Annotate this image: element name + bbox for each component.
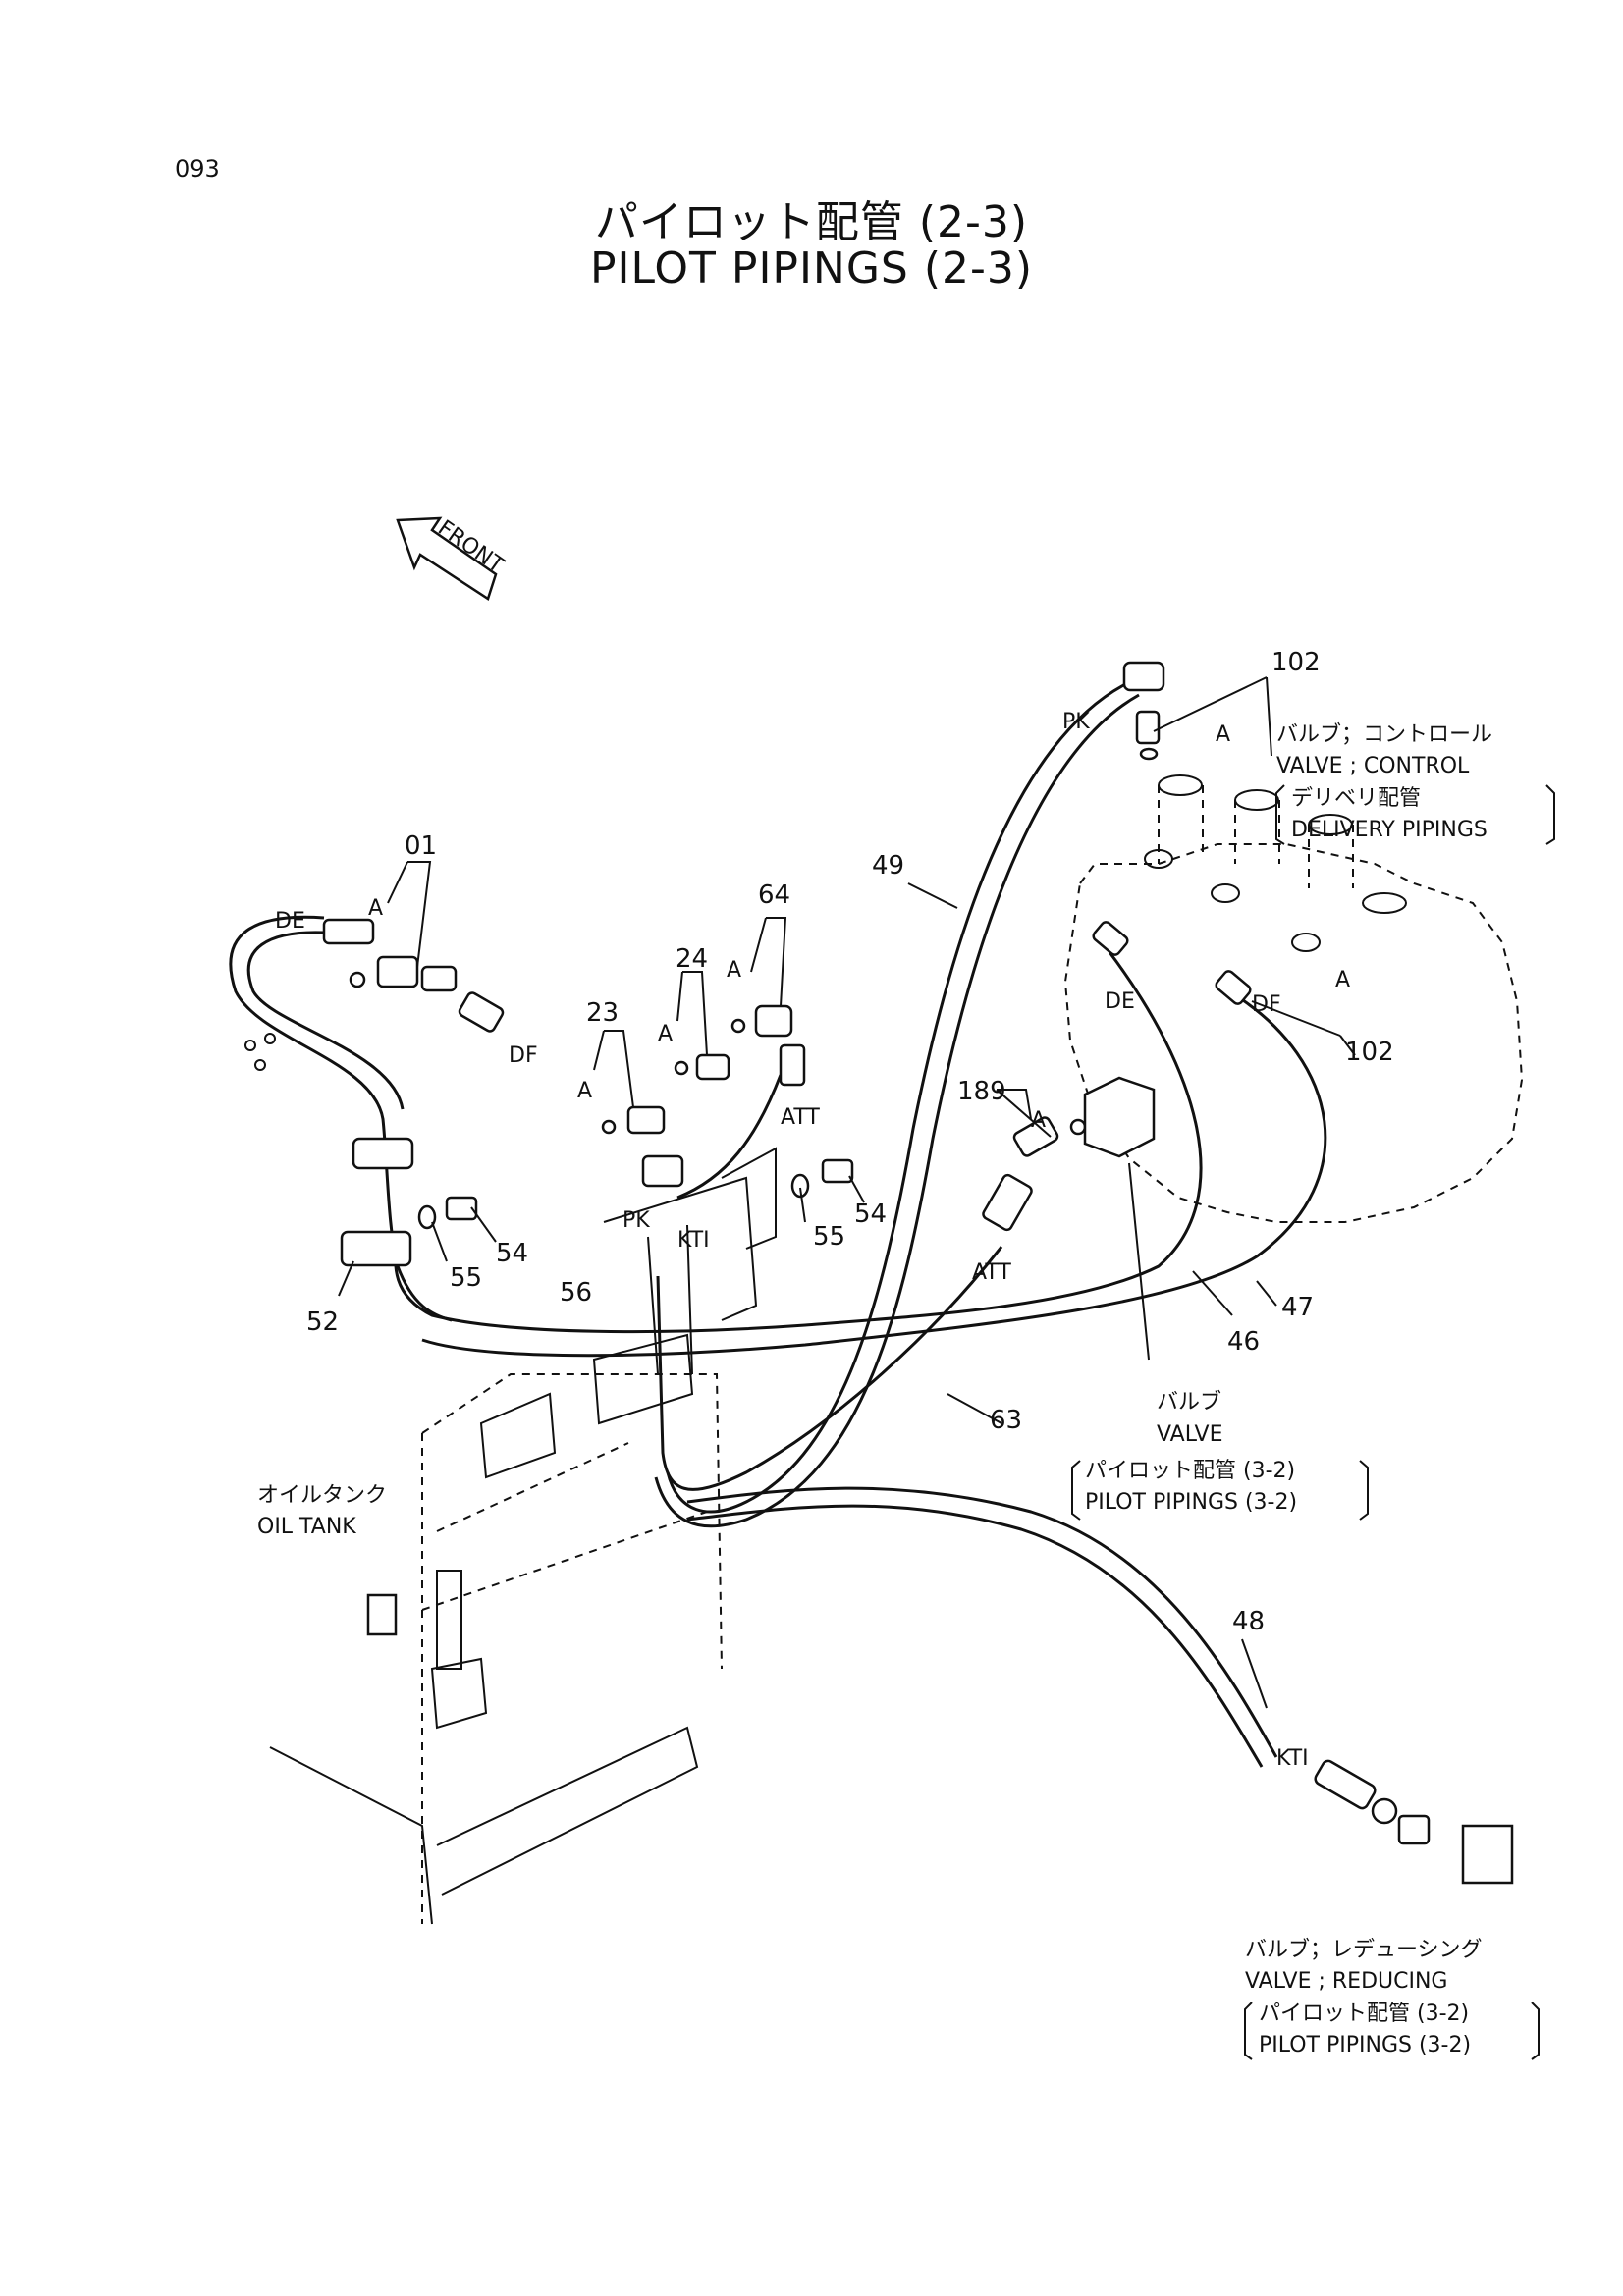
bracket-56 — [603, 1147, 777, 1375]
part-number-56: 56 — [560, 1278, 592, 1308]
hose-47 — [421, 994, 1327, 1358]
hose-46 — [394, 951, 1203, 1334]
part-number-64: 64 — [758, 881, 790, 910]
part-number-46: 46 — [1227, 1327, 1260, 1357]
port-label-att-lower: ATT — [972, 1260, 1011, 1285]
part-number-63: 63 — [990, 1406, 1022, 1435]
port-label-df-left: DF — [509, 1043, 538, 1068]
hose-63 — [656, 1246, 1003, 1491]
control-valve-ref-en: DELIVERY PIPINGS — [1291, 818, 1488, 842]
port-label-a-102-bottom: A — [1335, 968, 1350, 992]
clamp-52 — [340, 1137, 414, 1267]
title-english: PILOT PIPINGS (2-3) — [589, 243, 1034, 294]
hose-48 — [686, 1486, 1278, 1758]
port-label-pk-top: PK — [1062, 710, 1090, 734]
part-number-55-left: 55 — [450, 1263, 482, 1293]
part-number-01: 01 — [405, 831, 437, 861]
part-number-102-top: 102 — [1271, 648, 1321, 677]
part-number-49: 49 — [872, 851, 904, 881]
fittings-54-55 — [417, 1158, 854, 1230]
hose-49-outer — [654, 693, 1140, 1528]
hose-49 — [666, 680, 1130, 1514]
part-number-24: 24 — [676, 944, 708, 974]
pilot-valve-ref-en: PILOT PIPINGS (3-2) — [1085, 1490, 1297, 1515]
title-japanese: パイロット配管 (2-3) — [594, 197, 1029, 247]
port-label-a-01: A — [368, 896, 383, 921]
elbow-fitting-pk — [1122, 661, 1165, 761]
reducing-valve-ref-jp: パイロット配管 (3-2) — [1259, 2002, 1469, 2026]
oil-tank-en: OIL TANK — [257, 1515, 356, 1539]
note-reducing-valve: バルブ；レデューシング VALVE ; REDUCING パイロット配管 (3-… — [1244, 1938, 1540, 2060]
port-label-pk-left: PK — [622, 1208, 650, 1233]
pilot-valve-en: VALVE — [1157, 1422, 1222, 1447]
port-label-a-23: A — [577, 1079, 592, 1103]
oil-tank — [269, 1333, 723, 1925]
control-valve-en: VALVE ; CONTROL — [1276, 754, 1470, 778]
fittings-23-24-64 — [601, 1004, 806, 1188]
fitting-01-cluster — [244, 918, 505, 1071]
port-label-de-right: DE — [1105, 989, 1135, 1014]
pilot-valve-jp: バルブ — [1157, 1390, 1221, 1415]
part-number-54-right: 54 — [854, 1200, 887, 1229]
port-label-a-24: A — [658, 1022, 673, 1046]
note-oil-tank: オイルタンク OIL TANK — [257, 1483, 387, 1539]
part-number-54-left: 54 — [496, 1239, 528, 1268]
port-label-att-top: ATT — [781, 1105, 820, 1130]
port-label-a-64: A — [727, 958, 741, 983]
port-label-a-102-top: A — [1216, 722, 1230, 747]
hose-de-df-left-inner — [246, 931, 405, 1110]
part-number-102-bottom: 102 — [1345, 1038, 1394, 1067]
front-arrow: FRONT — [396, 516, 509, 601]
control-valve-ref-jp: デリベリ配管 — [1291, 786, 1421, 811]
reducing-valve-jp: バルブ；レデューシング — [1245, 1938, 1483, 1962]
part-number-23: 23 — [586, 998, 619, 1028]
hose-att-left — [676, 1074, 783, 1200]
note-control-valve: バルブ；コントロール VALVE ; CONTROL デリベリ配管 DELIVE… — [1275, 722, 1555, 845]
pilot-valve-ref-jp: パイロット配管 (3-2) — [1085, 1459, 1295, 1483]
port-label-kti-right: KTI — [1276, 1746, 1309, 1771]
reducing-valve-fittings — [1314, 1759, 1514, 1885]
control-valve-jp: バルブ；コントロール — [1276, 722, 1492, 747]
page-number: 093 — [175, 155, 220, 183]
part-number-189: 189 — [957, 1077, 1006, 1106]
fitting-189 — [982, 1076, 1156, 1232]
port-label-a-189: A — [1031, 1108, 1046, 1133]
hose-de-df-left — [229, 915, 453, 1322]
part-number-47: 47 — [1281, 1293, 1314, 1322]
part-number-55-right: 55 — [813, 1222, 845, 1252]
part-number-52: 52 — [306, 1308, 339, 1337]
port-label-de-left: DE — [275, 909, 305, 934]
reducing-valve-ref-en: PILOT PIPINGS (3-2) — [1259, 2033, 1471, 2057]
oil-tank-jp: オイルタンク — [257, 1483, 387, 1508]
reducing-valve-en: VALVE ; REDUCING — [1245, 1969, 1447, 1994]
port-label-df-right: DF — [1252, 992, 1281, 1017]
part-number-48: 48 — [1232, 1607, 1265, 1636]
port-label-kti-left: KTI — [677, 1228, 710, 1253]
hose-48-outer — [686, 1504, 1264, 1768]
note-pilot-valve: バルブ VALVE パイロット配管 (3-2) PILOT PIPINGS (3… — [1071, 1390, 1369, 1521]
leader-lines — [338, 676, 1356, 1709]
